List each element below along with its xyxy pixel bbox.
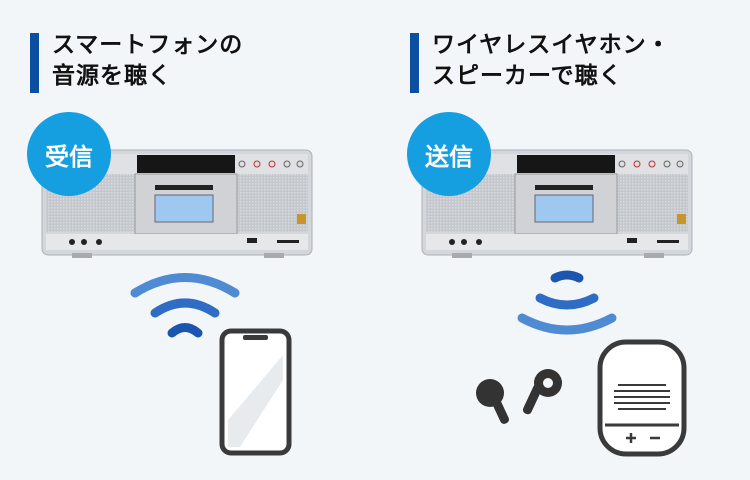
receive-badge: 受信 xyxy=(27,112,111,196)
title-line-1: スマートフォンの xyxy=(52,32,244,58)
section-marker-left xyxy=(30,33,39,93)
smartphone-icon xyxy=(219,328,292,456)
section-title-receive: スマートフォンの 音源を聴く xyxy=(52,30,243,92)
section-marker-right xyxy=(410,33,419,93)
wireless-waves-send-icon xyxy=(517,270,617,335)
title-line-2: スピーカーで聴く xyxy=(432,63,623,89)
wireless-waves-receive-icon xyxy=(130,273,240,338)
title-line-1: ワイヤレスイヤホン・ xyxy=(432,32,671,58)
title-line-2: 音源を聴く xyxy=(52,63,172,89)
section-title-send: ワイヤレスイヤホン・ スピーカーで聴く xyxy=(432,30,671,92)
send-badge: 送信 xyxy=(407,112,491,196)
earbuds-icon xyxy=(476,369,562,424)
bluetooth-speaker-icon xyxy=(597,339,687,457)
